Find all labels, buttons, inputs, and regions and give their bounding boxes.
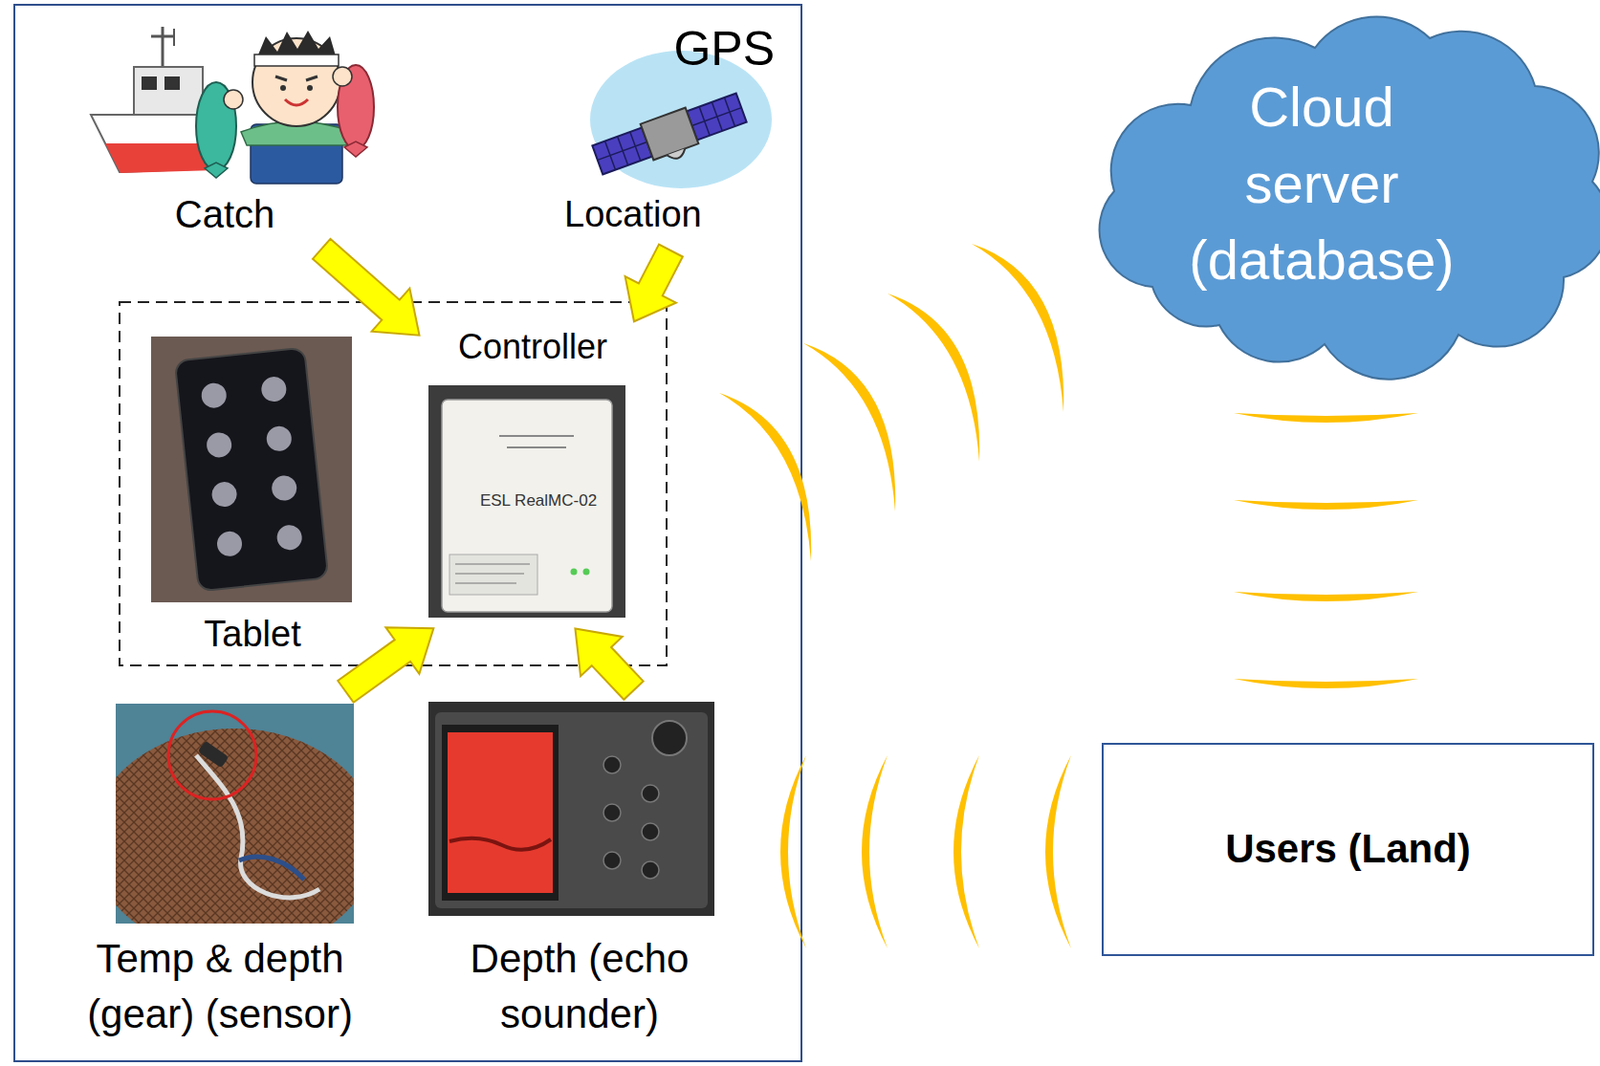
tablet-body: [175, 348, 329, 592]
boat-window: [164, 76, 180, 90]
node-label: GPS: [673, 21, 775, 78]
screen-frame: [441, 724, 559, 901]
data-flow-arrow: [574, 628, 643, 700]
fisherman-hand: [332, 66, 352, 87]
button: [641, 823, 659, 841]
app-icon: [210, 481, 239, 509]
wireless-waves: [1233, 413, 1419, 689]
solar-panel-grid: [591, 128, 653, 176]
red-fish-tail: [344, 141, 368, 157]
tablet-device: [175, 348, 329, 592]
app-icon: [199, 381, 228, 410]
location-node: GPS Location: [535, 14, 785, 244]
wireless-waves: [780, 755, 1072, 949]
button: [603, 852, 621, 870]
wave-arc: [887, 293, 980, 462]
echo-sounder-panel: [435, 712, 708, 909]
node-sublabel: Location: [564, 194, 702, 237]
node-label: Cloud server (database): [1178, 68, 1466, 299]
solar-panel: [686, 93, 747, 141]
boat-mast-bar: [151, 35, 175, 39]
node-label: Depth (echo sounder): [438, 931, 721, 1043]
app-icon: [216, 530, 244, 559]
node-label: Users (Land): [1225, 826, 1471, 873]
onboard-unit-bracket: [119, 302, 667, 666]
node-label: Controller: [458, 327, 608, 367]
controller-node: Controller: [420, 323, 645, 628]
wireless-waves: [719, 243, 1064, 562]
button: [641, 785, 659, 803]
catch-node: Catch: [90, 14, 359, 244]
wave-arc: [1233, 591, 1419, 602]
green-fish-tail: [204, 162, 228, 178]
app-icon: [205, 431, 234, 460]
fisherman-eye: [280, 85, 286, 91]
fisherman-mouth: [284, 99, 308, 106]
status-led: [570, 569, 578, 576]
data-flow-arrow: [337, 627, 434, 703]
rope: [196, 755, 320, 899]
wave-arc: [953, 755, 980, 949]
status-led: [583, 569, 591, 576]
solar-panel-grid: [686, 93, 747, 141]
boat-cabin: [133, 66, 203, 117]
device-label: ESL RealMC-02: [461, 491, 615, 511]
boat-window: [141, 76, 157, 90]
wave-arc: [861, 755, 888, 949]
wave-arc: [780, 755, 807, 949]
wave-arc: [803, 343, 896, 512]
app-icon: [275, 524, 304, 552]
wave-arc: [1045, 755, 1072, 949]
echo-sounder-photo: [428, 701, 715, 917]
dpad: [652, 721, 687, 756]
wave-arc: [971, 243, 1064, 413]
node-label: Catch: [175, 192, 276, 237]
users-box: Users (Land): [1101, 743, 1595, 957]
echo-sounder-node: Depth (echo sounder): [431, 696, 728, 1053]
satellite-body: [640, 108, 700, 161]
net-group: [115, 728, 354, 924]
fisherman-headband: [254, 54, 339, 66]
controller-photo: [428, 385, 626, 618]
device-sticker-lines: [499, 436, 574, 448]
seabed-echo: [449, 838, 551, 851]
satellite-dish: [666, 148, 687, 161]
button: [641, 861, 659, 879]
tablet-node: Tablet: [143, 329, 362, 660]
gps-satellite: [591, 89, 750, 185]
vessel-panel: [14, 4, 802, 1062]
fishing-net: [115, 728, 354, 924]
button: [603, 756, 621, 774]
device-nameplate: [449, 554, 538, 595]
sensor-node: Temp & depth (gear) (sensor): [71, 696, 369, 1053]
wave-arc: [1233, 413, 1419, 423]
highlight-circle: [168, 711, 257, 800]
boat-antenna: [173, 28, 176, 46]
boat-mast: [161, 26, 165, 69]
data-flow-arrow: [312, 239, 420, 336]
app-icon: [270, 474, 299, 503]
tablet-photo: [151, 336, 352, 603]
node-label: Tablet: [203, 613, 301, 657]
nameplate-lines: [455, 564, 530, 584]
cloud-outline: [1099, 16, 1600, 379]
fisherman-brows: [275, 76, 318, 81]
cloud-node: Cloud server (database): [1075, 0, 1600, 368]
node-label: Temp & depth (gear) (sensor): [79, 931, 361, 1043]
data-flow-arrow: [625, 244, 683, 323]
fishing-net-mesh: [115, 728, 354, 924]
app-icon: [265, 425, 294, 454]
wave-arc: [719, 393, 811, 562]
echo-screen: [447, 732, 553, 894]
app-icon: [260, 375, 288, 404]
temp-depth-logger: [197, 741, 230, 769]
button: [603, 804, 621, 822]
fisherman-hand: [223, 89, 243, 110]
solar-panel: [591, 128, 653, 176]
wave-arc: [1233, 679, 1419, 689]
wave-arc: [1233, 500, 1419, 510]
fisherman-eye: [306, 85, 313, 91]
rope: [239, 856, 305, 880]
